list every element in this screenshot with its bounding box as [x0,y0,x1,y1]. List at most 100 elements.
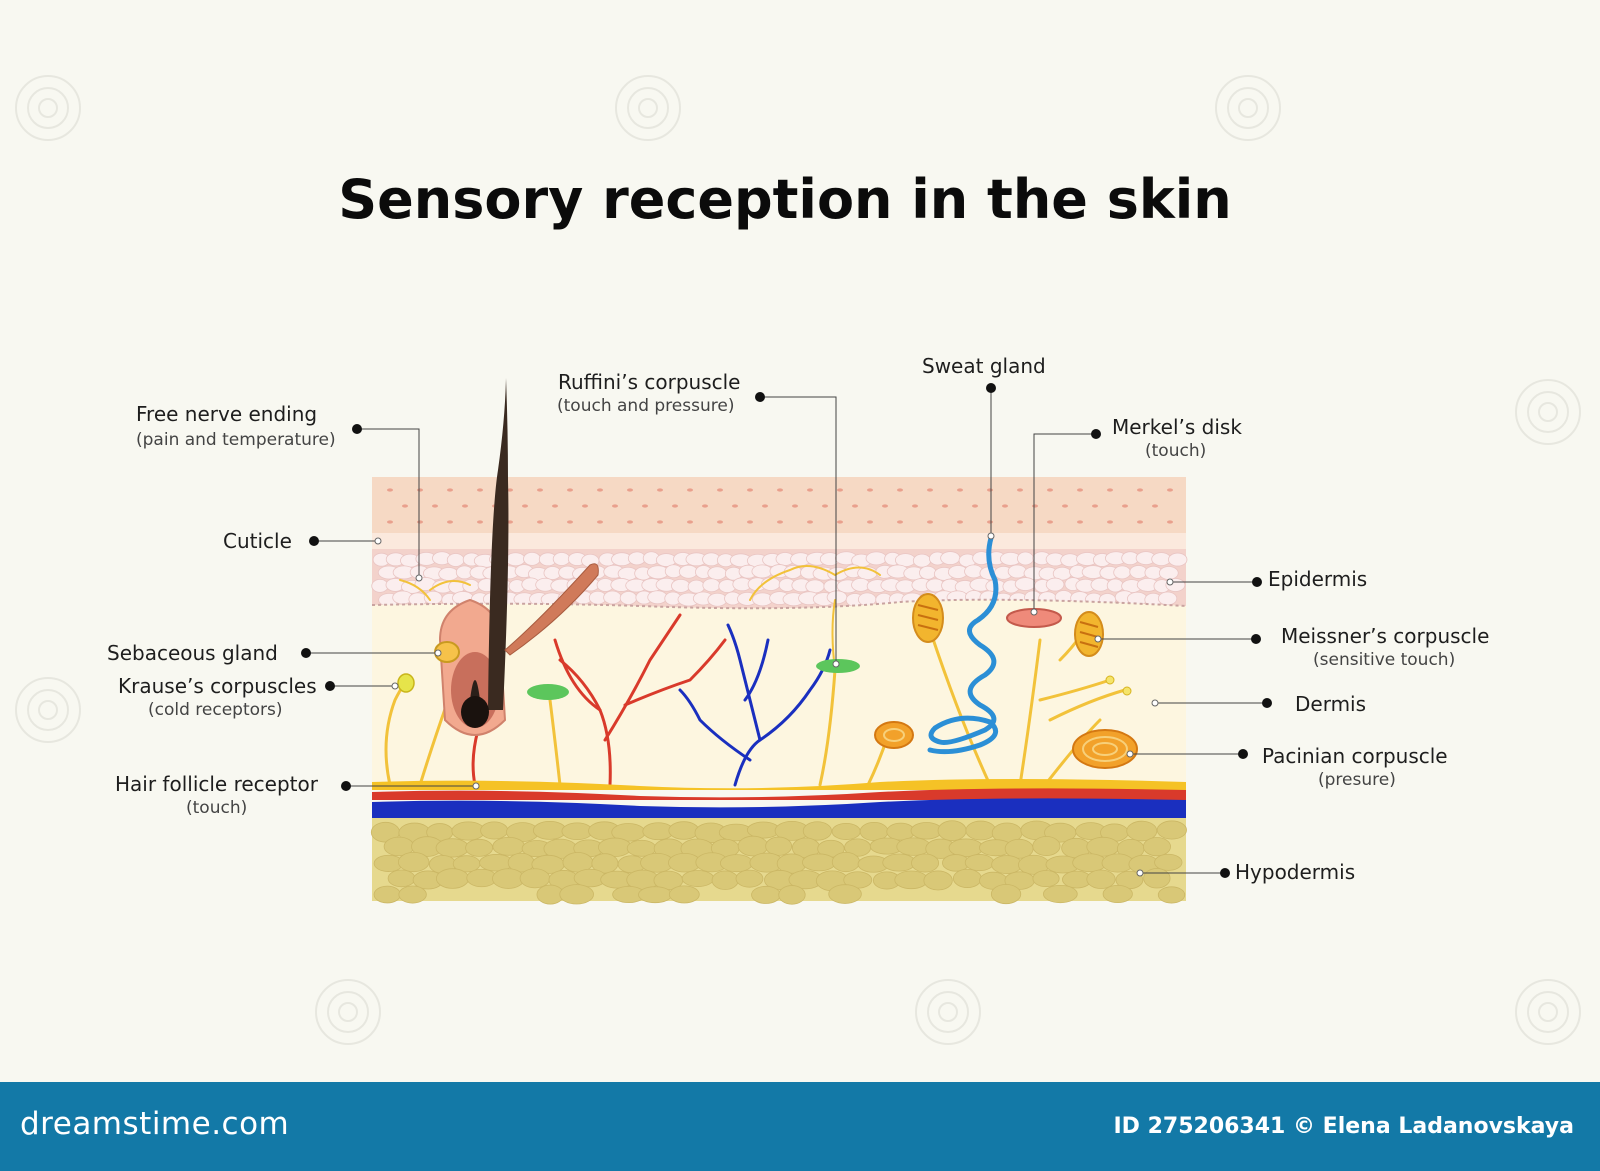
label-ruffini-sub: (touch and pressure) [557,396,735,416]
fat-cell [886,822,916,841]
epidermis-cell [919,565,937,580]
cuticle-dot [1047,520,1053,524]
cuticle-dot [657,520,663,524]
cuticle-dot [822,504,828,508]
epidermis-cell [1129,565,1148,579]
krause-corpuscle [397,673,415,693]
cuticle-dot [927,488,933,492]
fat-cell [492,868,525,889]
cuticle-dot [987,488,993,492]
cuticle-dot [1107,488,1113,492]
fat-cell [948,838,984,858]
fat-cell [831,851,861,873]
watermark-spiral-icon [615,75,681,141]
epidermis-cells [371,551,1188,607]
cuticle-dot [747,520,753,524]
cuticle-dot [597,520,603,524]
cuticle-dot [597,488,603,492]
cuticle-dot [537,520,543,524]
cuticle-dot [447,488,453,492]
epidermis-cell [1113,565,1132,580]
fat-cell [952,868,982,888]
cuticle-dot [387,488,393,492]
fat-cell [668,821,700,840]
cuticle-dot [777,520,783,524]
fat-cell [1154,853,1183,871]
cuticle-dot [1107,520,1113,524]
fat-cell [965,820,997,841]
epidermis-dermis-border [371,598,1187,610]
cuticle-dot [1017,520,1023,524]
cuticle-dot [972,504,978,508]
label-hair-follicle-sub: (touch) [186,798,248,818]
watermark-spiral-icon [15,75,81,141]
hypodermis-fat-cells [370,820,1187,905]
label-meissner-sub: (sensitive touch) [1313,650,1456,670]
cuticle-dot [1047,488,1053,492]
fat-cell [681,870,715,887]
label-ruffini-corpuscle: Ruffini’s corpuscle [558,370,741,394]
epidermis-cell [678,564,699,579]
label-meissner-corpuscle: Meissner’s corpuscle [1281,624,1490,648]
watermark-spiral-icon [1515,979,1581,1045]
fat-cell [559,884,594,905]
cuticle-dot [807,488,813,492]
epidermis-cell [940,551,961,565]
watermark-spiral-icon [1515,379,1581,445]
cuticle-dot [717,520,723,524]
epidermis-cell [552,552,571,566]
cuticle-dot [837,520,843,524]
cuticle-dot [627,520,633,524]
fat-cell [911,853,940,873]
fat-cell [896,837,931,856]
cuticle-dot [447,520,453,524]
cuticle-dot [612,504,618,508]
ruffini-corpuscle-2 [527,684,569,700]
cuticle-dot [657,488,663,492]
cuticle-dot [567,520,573,524]
fat-cell [435,838,470,858]
cuticle-dot [1137,488,1143,492]
cuticle-dot [882,504,888,508]
cuticle-dot [987,520,993,524]
fat-cell [492,836,526,856]
label-free-nerve-ending: Free nerve ending [136,402,318,426]
arrector-pili-muscle [504,563,599,656]
footer-credit: ID 275206341 © Elena Ladanovskaya [1113,1114,1574,1139]
cuticle-dot [867,520,873,524]
epidermis-cell [1157,591,1178,606]
artery-plexus [372,788,1186,800]
footer-brand[interactable]: dreamstime.com [20,1106,290,1142]
cuticle-dot [957,520,963,524]
cuticle-dot [1137,520,1143,524]
fat-cell [937,820,967,841]
cuticle-dot [402,504,408,508]
cuticle-dot [1167,488,1173,492]
cuticle-dot [687,488,693,492]
cuticle-dot [1017,488,1023,492]
epidermis-cell [805,579,825,594]
label-merkel-disk: Merkel’s disk [1112,415,1242,439]
epidermis-cell [1014,577,1037,591]
cuticle-dot [672,504,678,508]
epidermis-cell [1168,552,1188,567]
fat-cell [1102,884,1133,904]
epidermis-cell [647,590,668,605]
epidermis-cell [523,551,541,566]
cuticle-dot [927,520,933,524]
fat-cell [751,885,781,904]
fat-cell [1032,870,1060,888]
epidermis-cell [462,578,480,593]
epidermis-cell [671,578,691,593]
sweat-gland-duct [927,535,999,755]
watermark-spiral-icon [315,979,381,1045]
epidermis-cell [687,579,706,594]
fat-cell [828,884,862,904]
cuticle-dot [552,504,558,508]
epidermis-cell [619,591,638,605]
fat-cell [480,821,509,840]
cuticle-dot [417,488,423,492]
watermark-spiral-icon [915,979,981,1045]
cuticle-dot [717,488,723,492]
leader-end-points [374,532,1174,877]
